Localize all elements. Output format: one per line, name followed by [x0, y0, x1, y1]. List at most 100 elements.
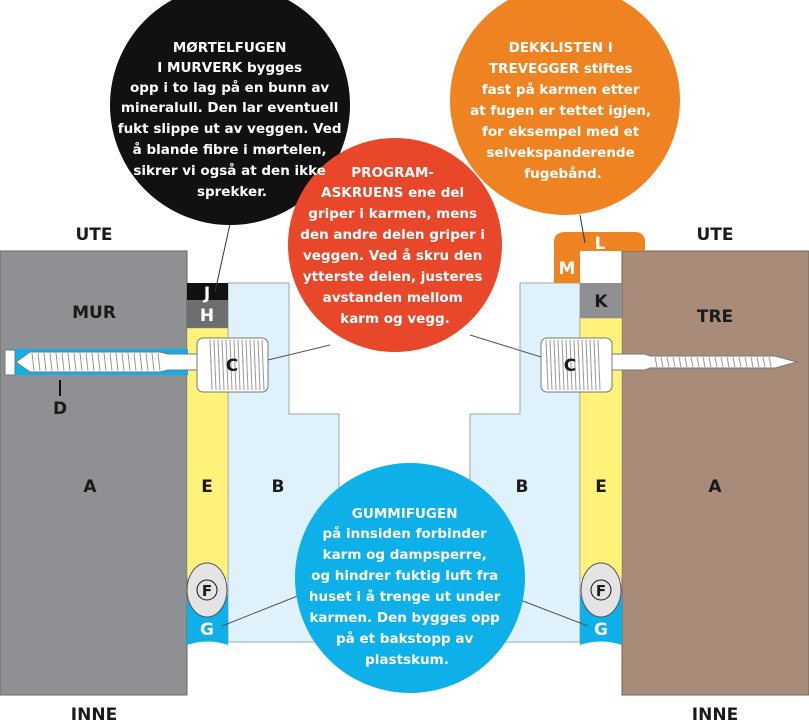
label-inne-right: INNE — [692, 705, 738, 722]
thread-line — [241, 339, 245, 391]
thread-line — [714, 356, 718, 368]
thread-line — [738, 356, 742, 368]
label-b-left: B — [272, 477, 285, 497]
pointer-c-right — [469, 334, 542, 358]
label-g-right: G — [594, 620, 608, 640]
dekklisten-text: DEKKLISTEN I TREVEGGER stiftes fast på k… — [470, 40, 656, 182]
thread-line — [696, 356, 700, 368]
thread-line — [257, 339, 261, 391]
backer-rod-right-f — [580, 562, 622, 618]
thread-line — [151, 352, 155, 372]
label-d: D — [53, 399, 67, 419]
thread-line — [109, 352, 113, 372]
thread-line — [768, 356, 772, 368]
pointer-j — [214, 214, 233, 293]
thread-line — [573, 339, 577, 391]
thread-line — [597, 339, 601, 391]
label-h: H — [200, 306, 214, 326]
thread-line — [145, 352, 149, 372]
right-screw — [540, 337, 799, 393]
thread-line — [225, 339, 229, 391]
thread-line — [569, 339, 573, 391]
thread-line — [565, 339, 569, 391]
thread-line — [91, 352, 95, 372]
programskruen-text: PROGRAM- ASKRUENS ene del griper i karme… — [300, 165, 489, 327]
thread-line — [85, 352, 89, 372]
cover-strip-m — [554, 251, 580, 283]
thread-line — [217, 339, 221, 391]
thread-line — [67, 352, 71, 372]
wood-wall — [621, 250, 809, 696]
backer-rod-left-f — [186, 562, 228, 618]
thread-line — [581, 339, 585, 391]
thread-line — [732, 356, 736, 368]
thread-line — [549, 339, 553, 391]
thread-line — [654, 356, 658, 368]
thread-line — [702, 356, 706, 368]
label-ute-right: UTE — [696, 225, 733, 245]
thread-line — [237, 339, 241, 391]
label-a-left: A — [83, 477, 97, 497]
label-ute-left: UTE — [75, 225, 112, 245]
label-e-left: E — [201, 477, 213, 497]
label-f-right: F — [596, 582, 606, 600]
joint-h — [187, 300, 228, 328]
label-j: J — [203, 284, 210, 304]
thread-line — [61, 352, 65, 372]
thread-line — [678, 356, 682, 368]
thread-line — [121, 352, 125, 372]
thread-line — [79, 352, 83, 372]
label-b-right: B — [516, 477, 529, 497]
thread-line — [684, 356, 688, 368]
thread-line — [720, 356, 724, 368]
thread-line — [157, 352, 161, 372]
gummifugen-text: GUMMIFUGEN på innsiden forbinder karm og… — [309, 506, 505, 668]
thread-line — [139, 352, 143, 372]
pointer-g-left — [221, 594, 301, 627]
thread-line — [666, 356, 670, 368]
label-k: K — [594, 292, 608, 312]
f-ring-right — [590, 579, 612, 601]
thread-line — [577, 339, 581, 391]
thread-line — [750, 356, 754, 368]
thread-line — [55, 352, 59, 372]
thread-line — [589, 339, 593, 391]
thread-line — [209, 339, 213, 391]
thread-line — [690, 356, 694, 368]
label-f-left: F — [202, 582, 212, 600]
programskruen-bubble — [288, 138, 502, 352]
thread-line — [229, 339, 233, 391]
dekklisten-bubble — [450, 0, 680, 215]
label-e-right: E — [595, 477, 607, 497]
pointer-g-right — [514, 597, 589, 627]
thread-line — [253, 339, 257, 391]
label-g-left: G — [200, 620, 214, 640]
label-inne-left: INNE — [71, 705, 117, 722]
label-l: L — [595, 234, 606, 254]
thread-line — [660, 356, 664, 368]
thread-line — [37, 352, 41, 372]
thread-line — [561, 339, 565, 391]
thread-line — [553, 339, 557, 391]
mortar-joint-j — [187, 283, 228, 300]
thread-line — [726, 356, 730, 368]
masonry-wall — [0, 250, 188, 696]
pointer-l — [579, 214, 586, 244]
thread-line — [744, 356, 748, 368]
label-a-right: A — [708, 477, 722, 497]
thread-line — [103, 352, 107, 372]
thread-line — [97, 352, 101, 372]
thread-line — [593, 339, 597, 391]
label-c-right: C — [564, 356, 576, 376]
label-tre: TRE — [697, 307, 733, 327]
label-m: M — [559, 259, 576, 279]
thread-line — [261, 339, 265, 391]
cover-strip-l — [554, 232, 645, 251]
thread-line — [708, 356, 712, 368]
pointer-c-left — [267, 344, 331, 361]
mortelfugen-bubble — [110, 0, 350, 225]
thread-line — [762, 356, 766, 368]
thread-line — [73, 352, 77, 372]
